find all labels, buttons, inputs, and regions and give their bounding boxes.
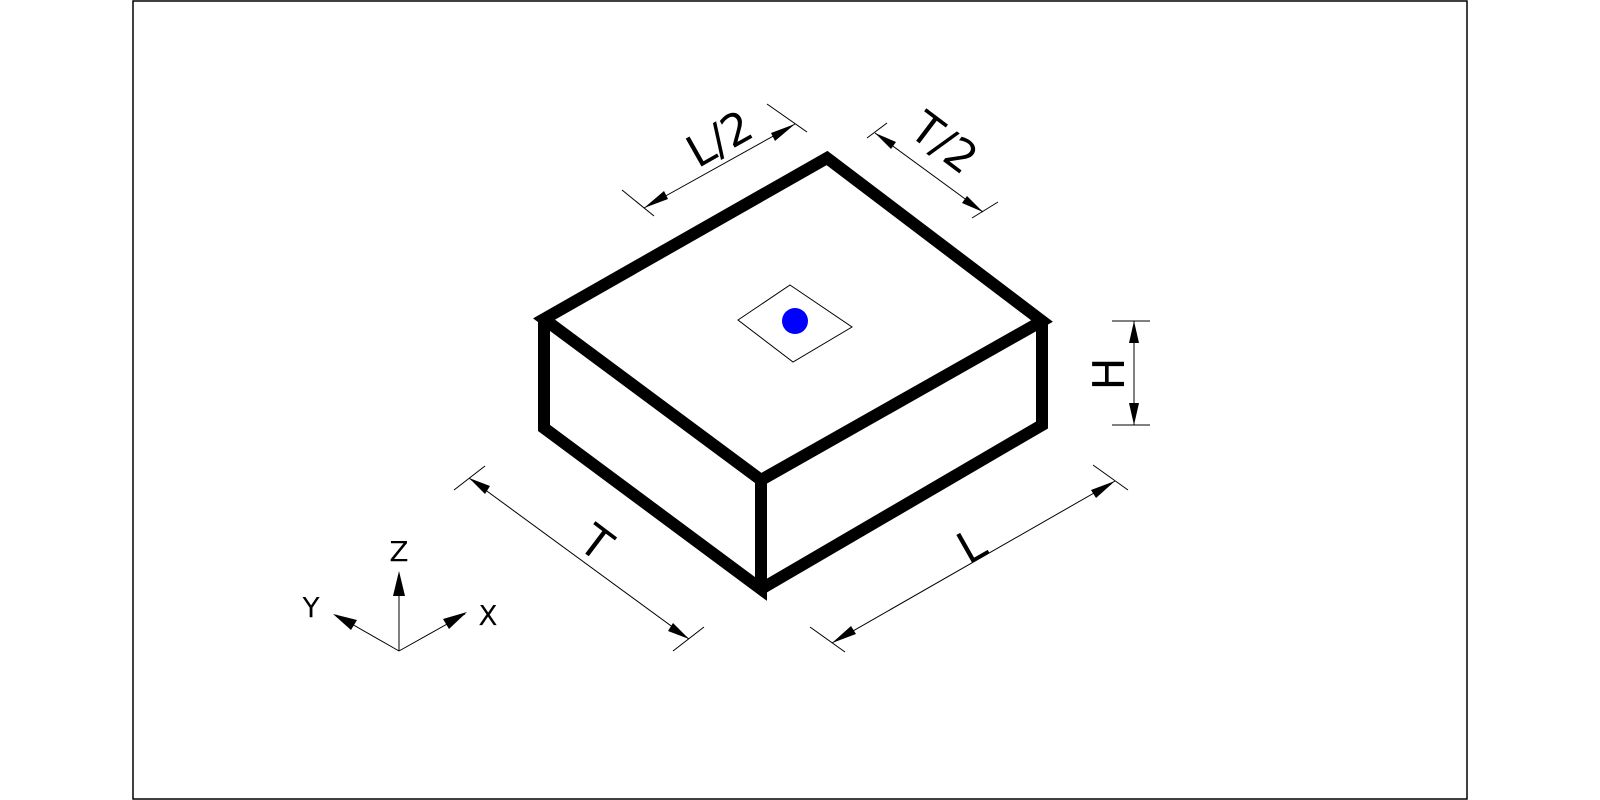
y-axis-arrow-icon xyxy=(333,614,357,630)
z-axis-label: Z xyxy=(389,535,408,568)
dimension-length: L xyxy=(809,464,1129,653)
dimension-label-length: L xyxy=(949,518,996,575)
dimension-height: H xyxy=(1084,320,1150,426)
dimension-label-half-thickness: T/2 xyxy=(900,101,987,184)
x-axis-label: X xyxy=(478,599,497,632)
center-point-marker xyxy=(737,284,853,363)
drawing-frame xyxy=(132,0,1468,800)
dimension-half-length: L/2 xyxy=(621,101,808,217)
dimension-label-height: H xyxy=(1084,357,1135,390)
center-point xyxy=(782,308,808,334)
dimension-label-half-length: L/2 xyxy=(678,101,762,179)
z-axis-arrow-icon xyxy=(393,571,405,596)
block-right-face-edges xyxy=(757,321,1048,595)
center-diamond xyxy=(737,284,853,363)
y-axis-label: Y xyxy=(301,591,320,624)
block-left-face-edges xyxy=(538,319,767,601)
block xyxy=(533,150,1053,601)
dimension-label-thickness: T xyxy=(569,514,622,572)
x-axis-arrow-icon xyxy=(443,612,467,629)
axis-triad: Z X Y xyxy=(301,535,498,652)
